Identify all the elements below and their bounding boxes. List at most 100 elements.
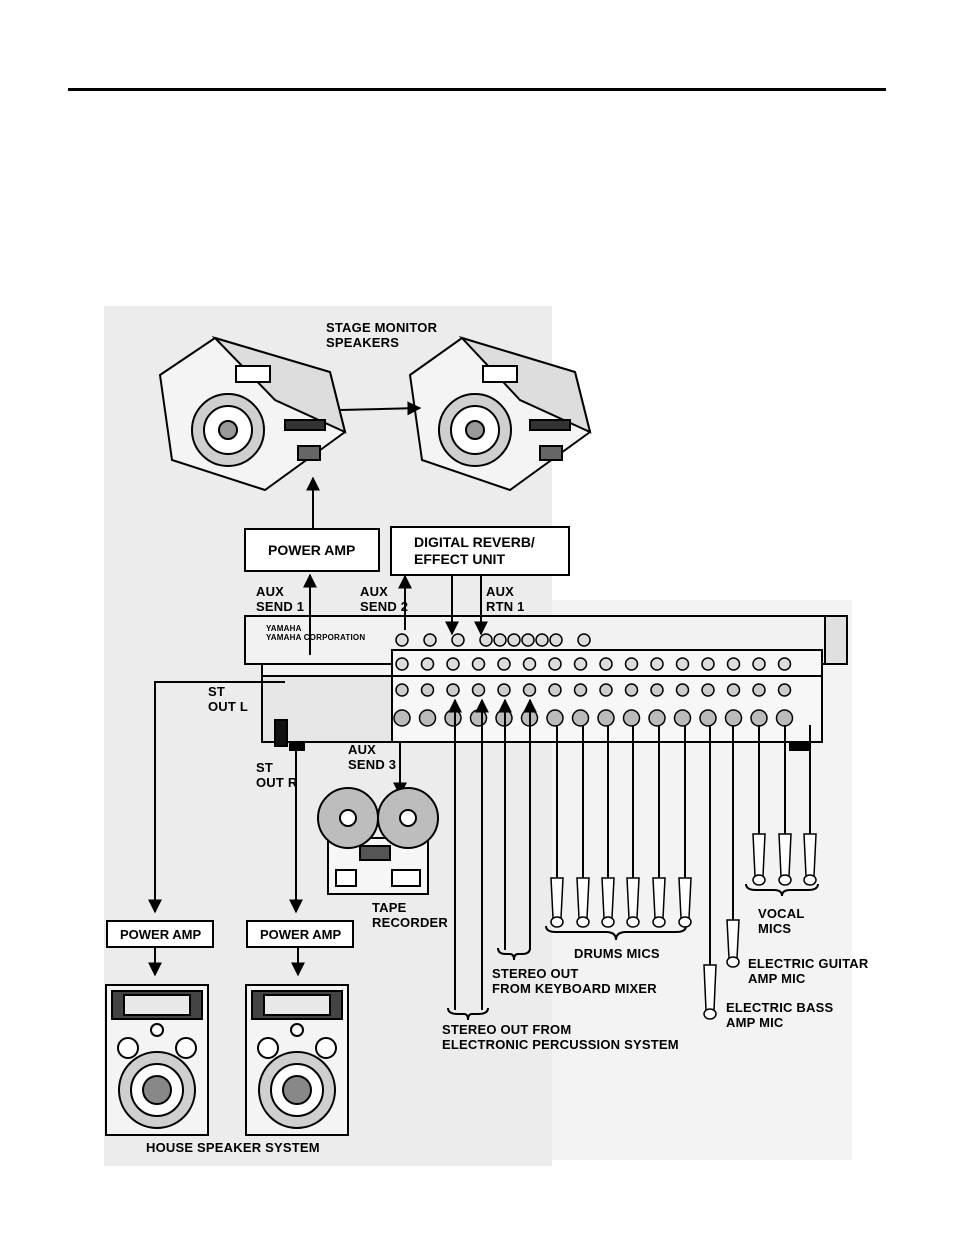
mic-head [550,916,564,928]
label-drums-mics: DRUMS MICS [574,946,660,961]
mic-head [778,874,792,886]
stage-monitor-right [408,335,592,492]
jack [497,683,511,697]
label-stereo-percussion: STEREO OUT FROM ELECTRONIC PERCUSSION SY… [442,1022,679,1052]
jack [777,657,792,671]
jack [577,633,591,647]
jack [423,633,437,647]
power-amp-monitor-box: POWER AMP [244,528,380,572]
mic-head [803,874,817,886]
jack [675,683,690,697]
mic-head [752,874,766,886]
jack [650,657,664,671]
xlr-jack [418,709,437,727]
jack [446,657,460,671]
label-aux-send-2: AUX SEND 2 [360,584,409,614]
power-amp-house-left: POWER AMP [106,920,214,948]
label-aux-rtn-1: AUX RTN 1 [486,584,525,614]
label-bass-mic: ELECTRIC BASS AMP MIC [726,1000,834,1030]
mic-body [626,877,640,919]
label-stage-monitor: STAGE MONITOR SPEAKERS [326,320,438,350]
label-stereo-keyboard: STEREO OUT FROM KEYBOARD MIXER [492,966,657,996]
label-st-out-l: ST OUT L [208,684,248,714]
mic-body [678,877,692,919]
mic-head [626,916,640,928]
xlr-jack [597,709,615,727]
mic-head [678,916,692,928]
jack [701,683,715,697]
mic-head [576,916,590,928]
jack [522,683,537,697]
jack [624,657,639,671]
jack [573,657,588,671]
label-house-speaker: HOUSE SPEAKER SYSTEM [146,1140,320,1155]
reverb-effect-box: DIGITAL REVERB/ EFFECT UNIT [390,526,570,576]
jack [521,633,535,647]
jack [479,633,493,647]
mic-body [576,877,590,919]
xlr-jack [699,709,717,727]
jack [726,683,741,697]
jack [535,633,549,647]
jack [777,683,792,697]
jack [675,657,690,671]
jack [548,683,562,697]
mic-body [703,964,717,1011]
xlr-jack [750,709,768,727]
jack [471,657,486,671]
tape-recorder [317,787,439,895]
jack [752,683,766,697]
jack [395,683,409,697]
mic-head [601,916,615,928]
power-amp-house-right: POWER AMP [246,920,354,948]
jack [548,657,562,671]
mixer-brand: YAMAHA YAMAHA CORPORATION [266,624,366,642]
jack [395,657,409,671]
jack [726,657,741,671]
jack [522,657,537,671]
label-tape-recorder: TAPE RECORDER [372,900,448,930]
xlr-jack [393,709,411,727]
jack [451,633,465,647]
jack [599,657,613,671]
jack [599,683,613,697]
jack [701,657,715,671]
mic-body [550,877,564,919]
jack [420,657,435,671]
mic-head [703,1008,717,1020]
house-speaker-left [105,984,209,1136]
header-rule [68,88,886,91]
xlr-jack [571,709,590,727]
jack [471,683,486,697]
mic-body [803,833,817,877]
label-aux-send-3: AUX SEND 3 [348,742,397,772]
xlr-jack [469,709,488,727]
mic-head [652,916,666,928]
label-guitar-mic: ELECTRIC GUITAR AMP MIC [748,956,869,986]
jack [446,683,460,697]
label-st-out-r: ST OUT R [256,760,298,790]
xlr-jack [648,709,666,727]
jack [752,657,766,671]
jack [573,683,588,697]
label-vocal-mics: VOCAL MICS [758,906,805,936]
mic-body [726,919,740,959]
jack [624,683,639,697]
jack [549,633,563,647]
label-aux-send-1: AUX SEND 1 [256,584,305,614]
stage-monitor-left [158,335,347,492]
mic-body [778,833,792,877]
xlr-jack [724,709,743,727]
xlr-jack [546,709,564,727]
xlr-jack [775,709,794,727]
mic-body [601,877,615,919]
jack [420,683,435,697]
mic-body [652,877,666,919]
mic-head [726,956,740,968]
jack [395,633,409,647]
microphones [550,725,817,1020]
jack [507,633,521,647]
xlr-jack [673,709,692,727]
xlr-jack [622,709,641,727]
